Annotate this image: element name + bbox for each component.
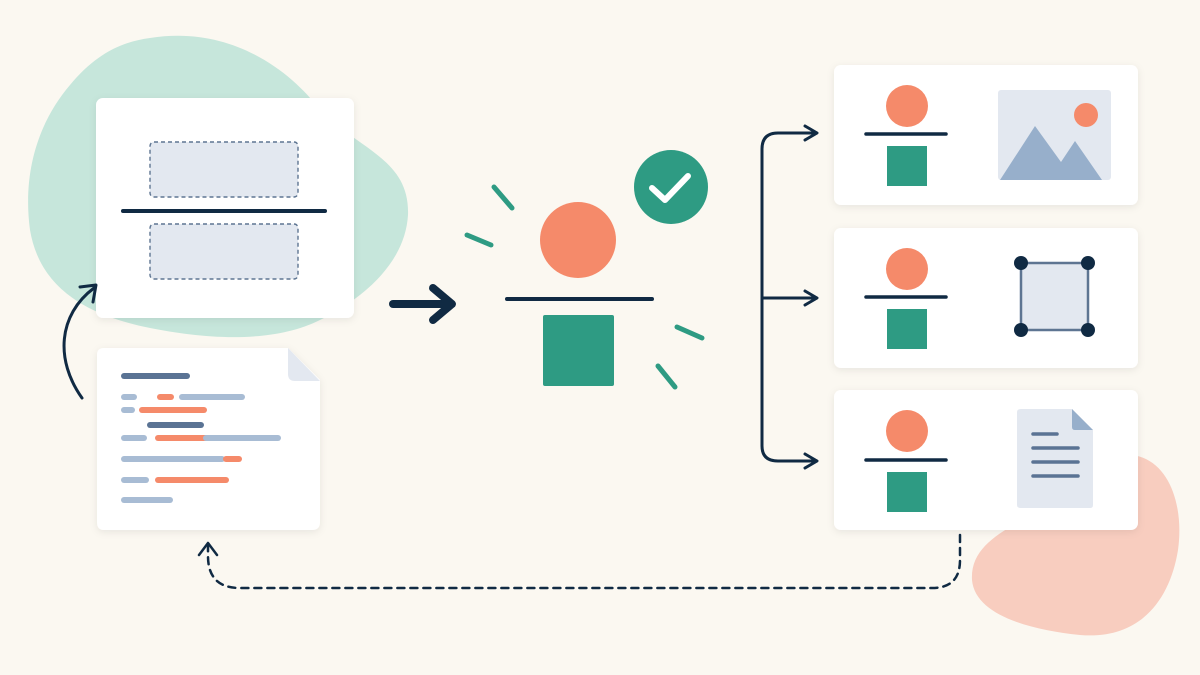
arrow-file-to-template	[62, 283, 98, 400]
feedback-arrow-to-file	[197, 533, 962, 590]
code-file	[97, 348, 320, 530]
output-card-vector	[834, 228, 1138, 368]
output-card-image	[834, 65, 1138, 205]
template-card	[96, 98, 354, 318]
figure-head	[540, 202, 616, 278]
template-slot-top	[149, 141, 299, 198]
vector-shape-icon	[1014, 256, 1095, 337]
template-slot-bottom	[149, 223, 299, 280]
check-circle-icon	[634, 150, 708, 224]
branch-arrows-to-outputs	[760, 124, 819, 470]
document-icon	[1017, 409, 1093, 508]
mini-figure-body	[887, 472, 927, 512]
code-document-icon	[121, 373, 281, 503]
mini-figure-head	[886, 410, 928, 452]
figure-icon	[505, 202, 654, 386]
image-icon	[998, 90, 1111, 180]
figure-body	[543, 315, 614, 386]
code-file-fold	[288, 348, 320, 381]
arrow-template-to-figure	[389, 284, 456, 324]
template-card-surface	[96, 98, 354, 318]
mini-figure-body	[887, 146, 927, 186]
sparkle-lines	[464, 184, 705, 390]
mini-figure-body	[887, 309, 927, 349]
output-card-document	[834, 390, 1138, 530]
mini-figure-head	[886, 85, 928, 127]
mini-figure-head	[886, 248, 928, 290]
